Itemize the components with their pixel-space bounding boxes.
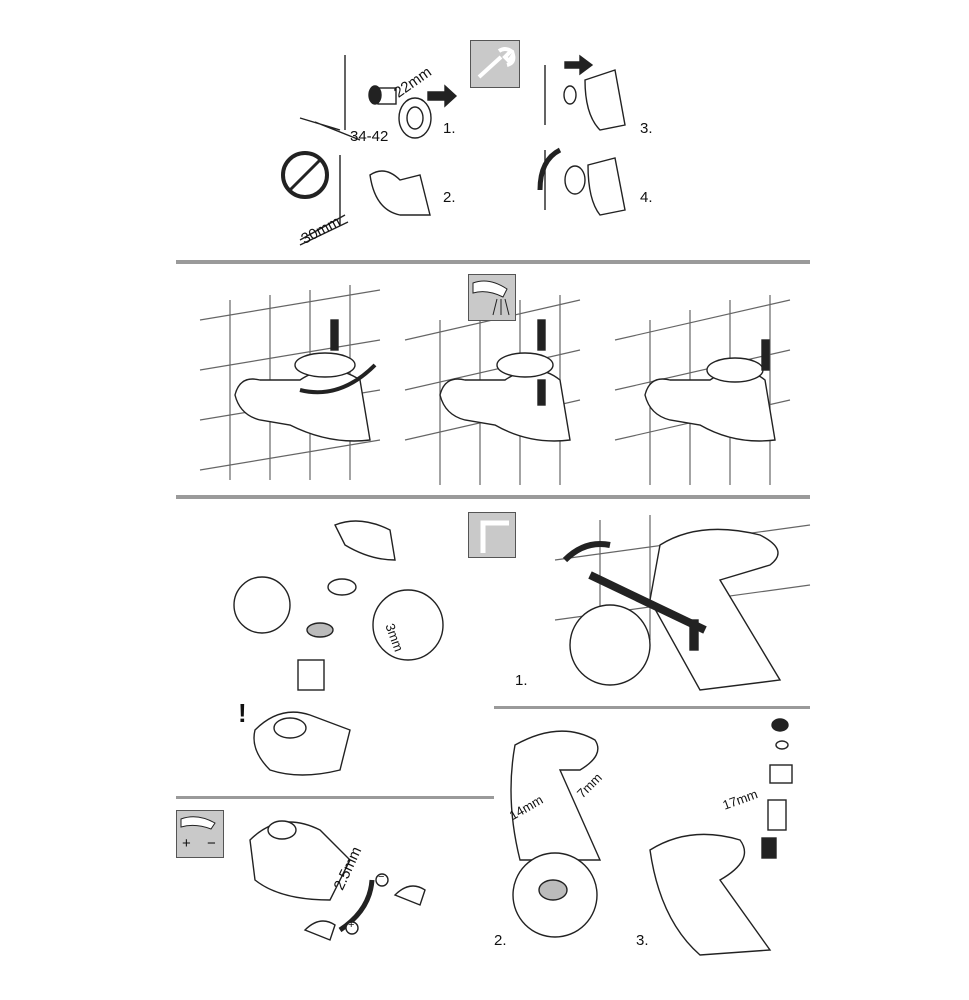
faucet-operation-2 — [404, 295, 581, 485]
cartridge-nut-illustration — [510, 730, 602, 938]
handle-removal-illustration — [554, 515, 811, 691]
icon-minus-label: − — [207, 835, 216, 852]
exploded-cartridge-view — [233, 520, 444, 776]
warning-mark: ! — [238, 698, 247, 728]
step-number-1-handle: 1. — [515, 672, 528, 689]
step-number-1: 1. — [443, 120, 456, 137]
step1-fitting-illustration — [299, 55, 458, 141]
section-divider-1 — [176, 260, 810, 264]
step4-illustration — [537, 147, 626, 216]
icon-plus-label: + — [182, 835, 191, 852]
minus-symbol: − — [378, 871, 385, 883]
section-divider-4 — [176, 796, 494, 799]
dimension-34-42: 34-42 — [350, 128, 389, 145]
faucet-operation-1 — [199, 285, 381, 480]
step-number-4: 4. — [640, 189, 653, 206]
step-number-2: 2. — [443, 189, 456, 206]
faucet-operation-3 — [614, 295, 791, 485]
shower-spray-icon — [468, 274, 516, 321]
section-divider-3 — [494, 706, 810, 709]
section-divider-2 — [176, 495, 810, 499]
step2-wrench-illustration — [281, 151, 431, 246]
step3-illustration — [544, 54, 626, 131]
cartridge-disassembly-illustration — [649, 718, 793, 956]
temperature-adjust-icon: + − — [176, 810, 224, 858]
hex-key-icon — [468, 512, 516, 558]
step-number-3-cartridge: 3. — [636, 932, 649, 949]
step-number-3: 3. — [640, 120, 653, 137]
wrench-icon — [470, 40, 520, 88]
temperature-limit-illustration — [249, 820, 426, 941]
step-number-2-nut: 2. — [494, 932, 507, 949]
plus-symbol: + — [348, 919, 355, 931]
